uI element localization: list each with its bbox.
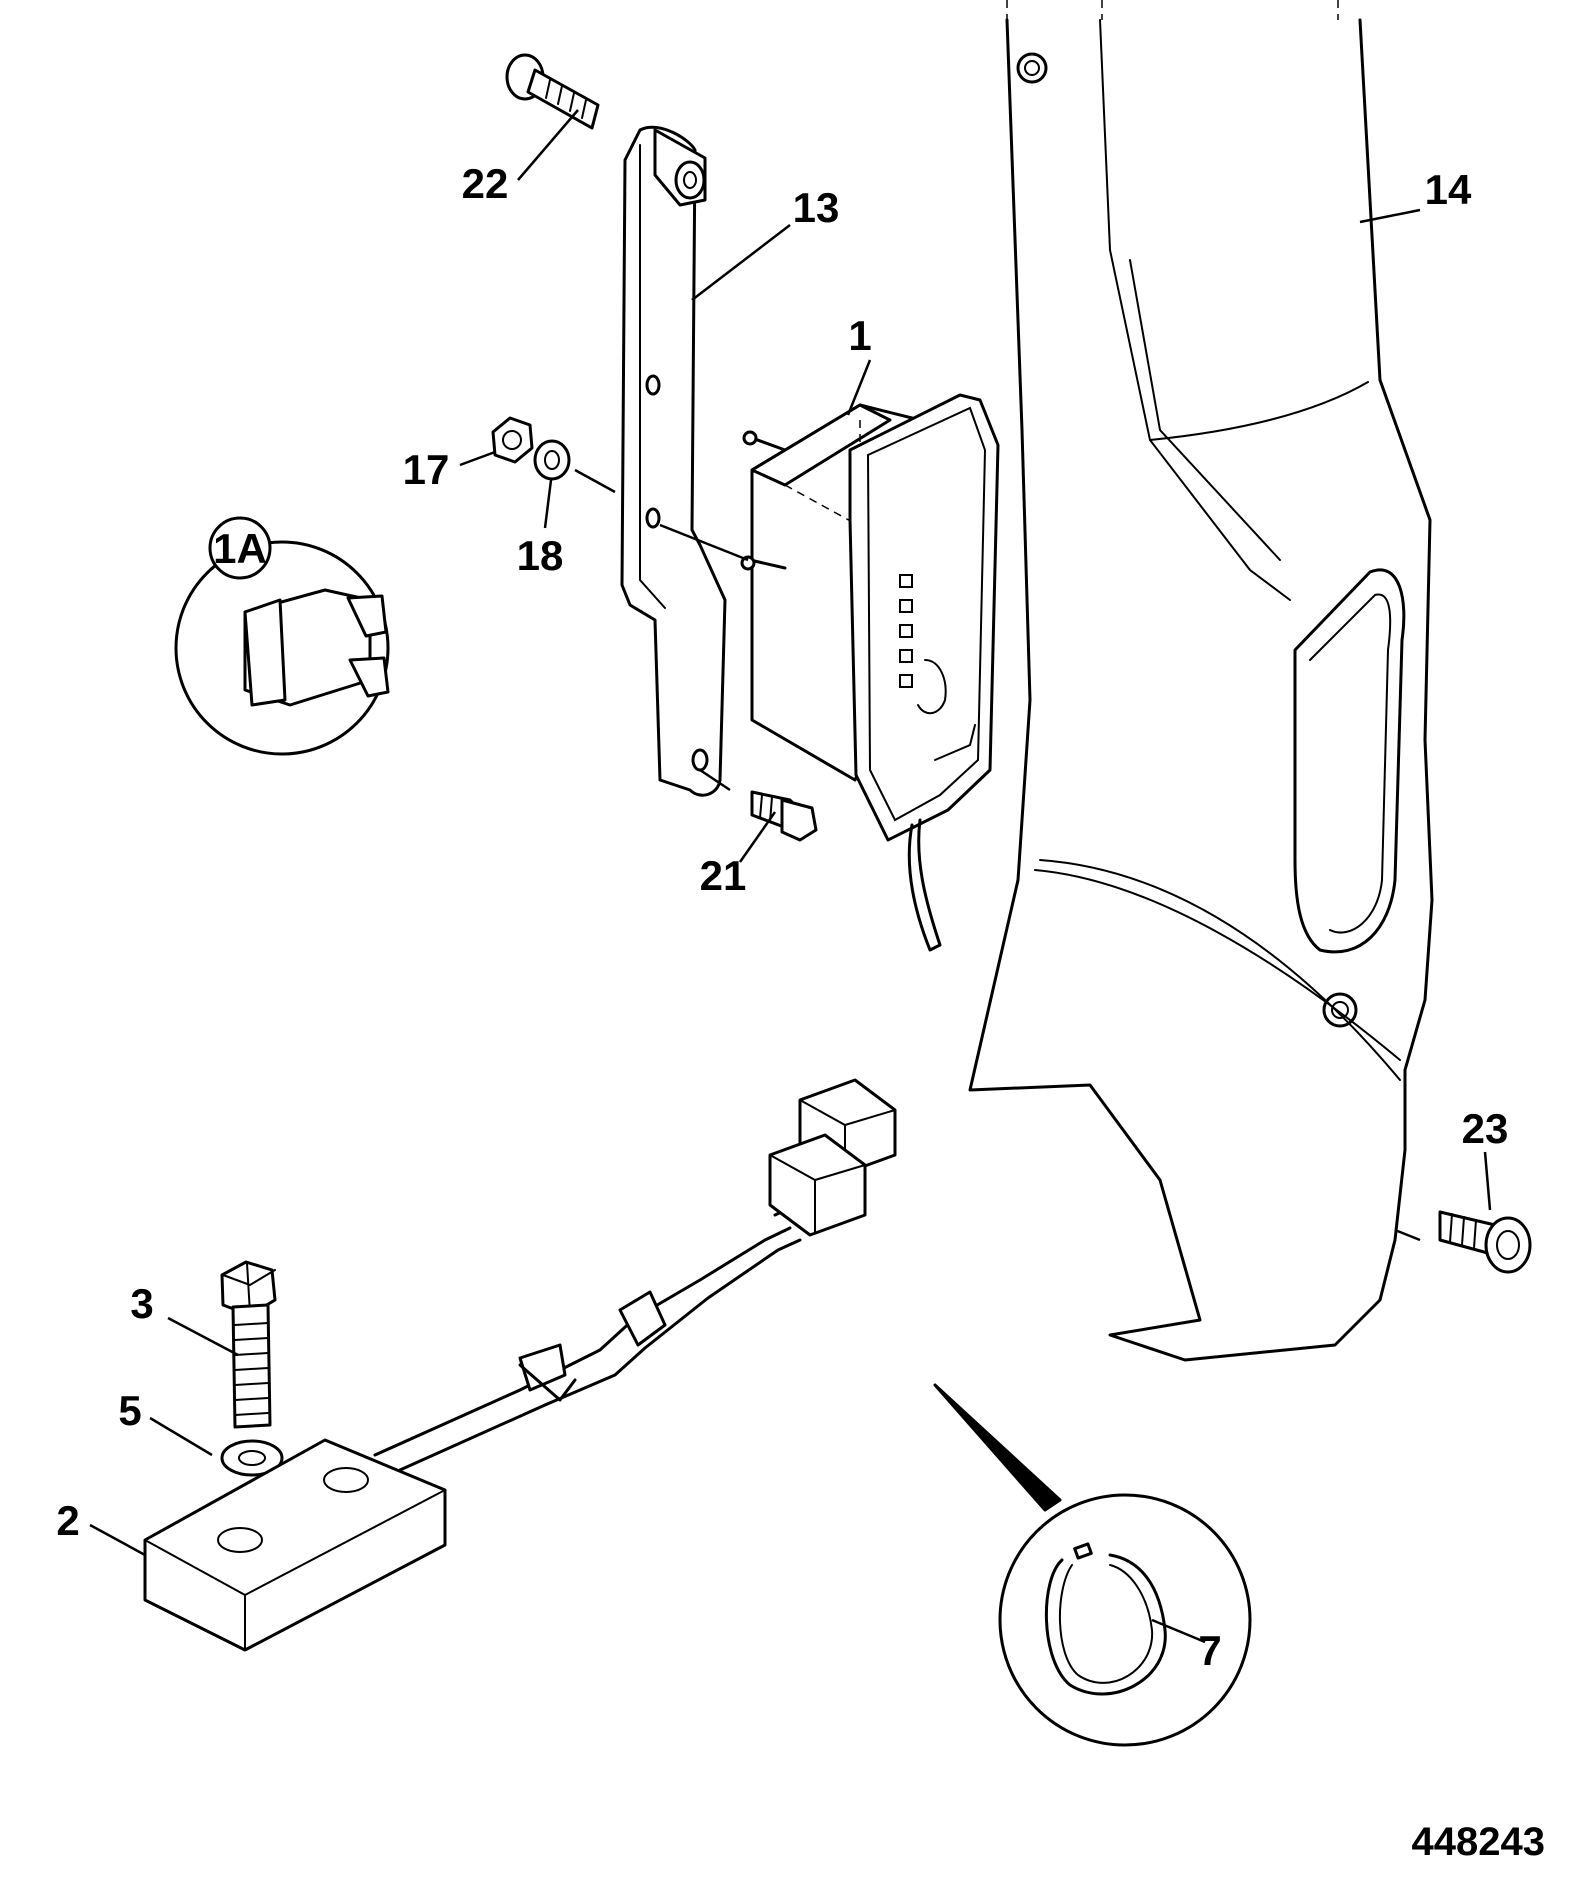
- callout-7: 7: [1198, 1627, 1221, 1674]
- part-13-bracket: [620, 125, 727, 797]
- part-5-washer: [220, 1439, 284, 1477]
- callout-22: 22: [462, 160, 509, 207]
- leader-lines: [89, 109, 1492, 1644]
- figure-number: 448243: [1412, 1820, 1545, 1864]
- part-18-washer: [533, 439, 571, 481]
- callout-5: 5: [118, 1387, 141, 1434]
- part-14-pillar-panel: [968, 0, 1434, 1362]
- part-2-sensor-with-harness: [143, 1078, 897, 1652]
- part-1-relay-unit: [740, 393, 1000, 952]
- callout-17: 17: [403, 446, 450, 493]
- callout-21: 21: [700, 852, 747, 899]
- part-3-bolt: [220, 1260, 277, 1429]
- part-1a-fuse-detail: 1A: [174, 516, 390, 756]
- callout-18: 18: [517, 532, 564, 579]
- part-22-bolt: [505, 53, 600, 130]
- callout-2: 2: [56, 1497, 79, 1544]
- callout-3: 3: [130, 1280, 153, 1327]
- part-23-bolt: [1438, 1210, 1532, 1274]
- callout-1: 1: [848, 312, 871, 359]
- callout-labels: 22 13 14 1 17 18 21 23 3 5 2 7 448243: [56, 160, 1545, 1864]
- callout-13: 13: [793, 184, 840, 231]
- callout-23: 23: [1462, 1105, 1509, 1152]
- callout-14: 14: [1425, 166, 1472, 213]
- part-17-nut: [491, 416, 534, 464]
- part-7-clip-detail: [933, 1383, 1252, 1747]
- callout-1a-label: 1A: [213, 525, 267, 572]
